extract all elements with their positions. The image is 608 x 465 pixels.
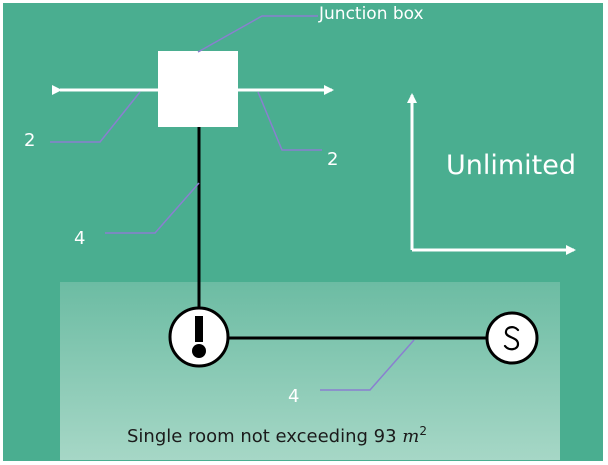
room-area [60, 282, 560, 460]
room-caption-text: Single room not exceeding 93 [127, 426, 403, 447]
left-4-leader [105, 182, 200, 234]
horizontal-conductor-count: 4 [288, 386, 300, 407]
outlet-icon [485, 311, 539, 365]
left-2-leader [50, 91, 141, 143]
vertical-conductor-count: 4 [74, 228, 86, 249]
junction-box-icon [158, 51, 238, 127]
unlimited-label: Unlimited [446, 150, 577, 181]
junction-box-label: Junction box [319, 4, 424, 24]
room-caption-unit: m [402, 426, 420, 447]
left-conductor-count: 2 [24, 130, 36, 151]
junction-box-leader [197, 15, 318, 53]
room-caption-exponent: 2 [419, 424, 428, 438]
thermostat-icon [168, 306, 230, 368]
bottom-4-leader [320, 339, 415, 391]
room-caption: Single room not exceeding 93 m2 [127, 424, 427, 447]
right-conductor-count: 2 [327, 149, 339, 170]
right-2-leader [257, 91, 322, 151]
